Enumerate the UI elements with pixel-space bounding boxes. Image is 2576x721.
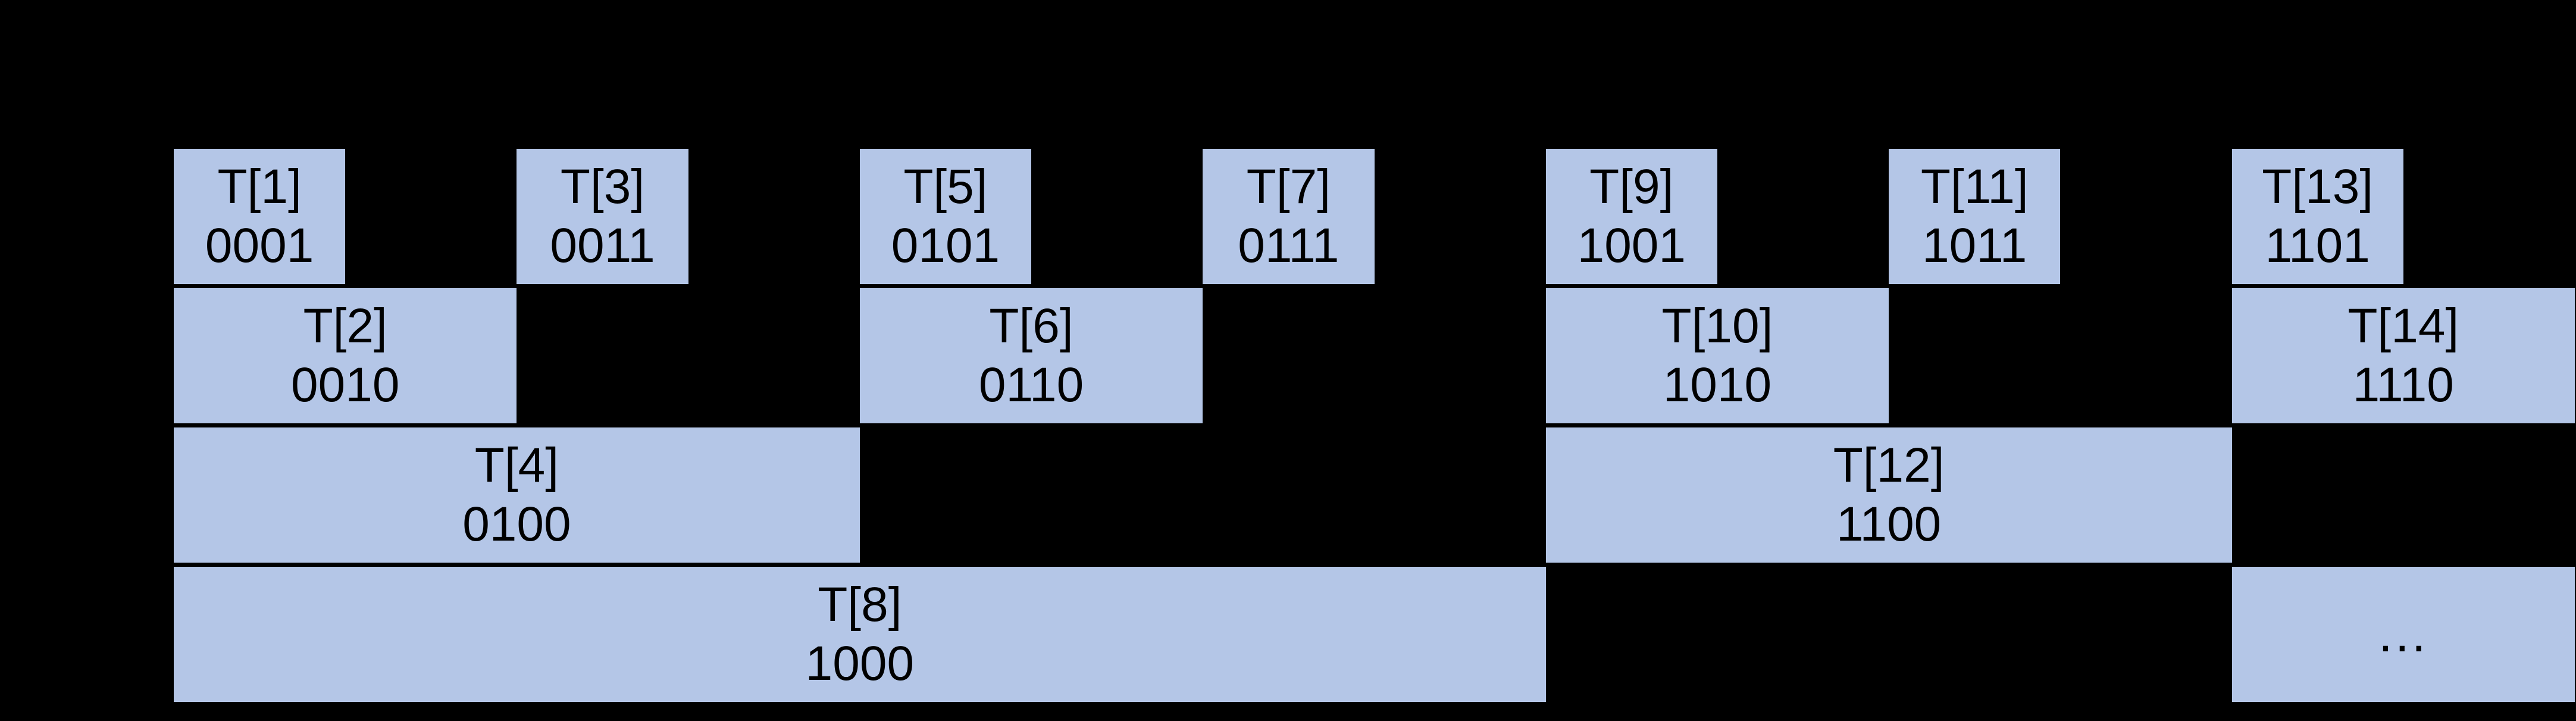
tree-block-label: T[6]	[989, 299, 1073, 354]
tree-block-binary: 0010	[291, 357, 400, 412]
tree-block-binary: 1101	[2265, 218, 2370, 273]
tree-block-label: T[5]	[903, 160, 988, 214]
tree-block: T[4] 0100	[174, 427, 860, 563]
tree-block: T[13] 1101	[2231, 149, 2403, 284]
tree-block-binary: 1001	[1577, 218, 1686, 273]
tree-block-binary: 0100	[462, 497, 571, 551]
tree-block-label: T[1]	[217, 160, 302, 214]
tree-block-binary: 1011	[1922, 218, 2027, 273]
tree-block-label: T[8]	[818, 578, 902, 632]
tree-block-label: T[14]	[2347, 299, 2459, 354]
tree-block: T[14] 1110	[2231, 288, 2575, 423]
tree-block: T[7] 0111	[1203, 149, 1375, 284]
tree-block-label: T[10]	[1661, 299, 1773, 354]
tree-block: T[6] 0110	[859, 288, 1203, 423]
tree-block-label: T[12]	[1833, 438, 1945, 493]
tree-block-label: ...	[2378, 605, 2428, 663]
tree-block-binary: 1010	[1663, 357, 1772, 412]
tree-block: T[8] 1000	[174, 567, 1546, 702]
tree-block: T[2] 0010	[174, 288, 517, 423]
tree-block: T[1] 0001	[174, 149, 346, 284]
tree-block: T[5] 0101	[859, 149, 1032, 284]
tree-block-binary: 0111	[1238, 218, 1339, 273]
tree-block-label: T[7]	[1246, 160, 1331, 214]
tree-block: T[12] 1100	[1545, 427, 2232, 563]
tree-block-label: T[3]	[560, 160, 645, 214]
tree-block-binary: 1000	[805, 636, 915, 691]
block-grid: T[1] 0001 T[3] 0011 T[5] 0101 T[7] 0111 …	[174, 149, 2575, 702]
tree-block-binary: 1110	[2352, 357, 2454, 412]
tree-block: T[11] 1011	[1889, 149, 2061, 284]
tree-block: ...	[2231, 567, 2575, 702]
tree-block-binary: 0011	[550, 218, 655, 273]
tree-block: T[10] 1010	[1545, 288, 1889, 423]
tree-block-label: T[13]	[2262, 160, 2374, 214]
tree-block-label: T[4]	[474, 438, 559, 493]
tree-block: T[3] 0011	[517, 149, 688, 284]
tree-block-binary: 0001	[205, 218, 314, 273]
tree-block-binary: 0110	[978, 357, 1084, 412]
tree-block-binary: 1100	[1836, 497, 1942, 551]
tree-block-binary: 0101	[891, 218, 1000, 273]
tree-block-label: T[9]	[1589, 160, 1674, 214]
tree-block: T[9] 1001	[1545, 149, 1717, 284]
tree-block-label: T[11]	[1920, 160, 2029, 214]
tree-block-label: T[2]	[303, 299, 387, 354]
